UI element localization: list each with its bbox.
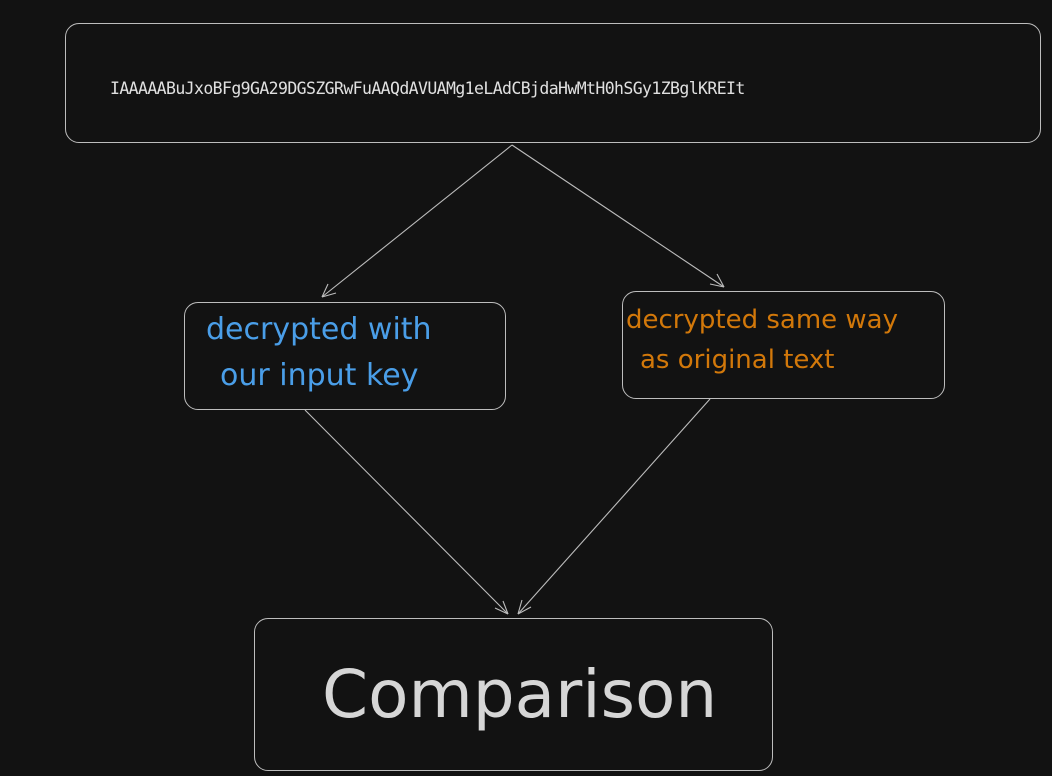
right-line2: as original text — [640, 345, 835, 375]
left-line2: our input key — [220, 358, 419, 393]
ciphertext-node[interactable] — [65, 23, 1041, 143]
decrypted-input-key-node[interactable] — [184, 302, 506, 410]
arrow-top-to-left — [321, 144, 513, 298]
left-line1: decrypted with — [206, 312, 432, 347]
arrow-right-to-comparison — [517, 398, 711, 615]
comparison-text: Comparison — [322, 656, 718, 733]
arrow-top-to-right — [511, 144, 725, 288]
comparison-node[interactable] — [254, 618, 773, 771]
arrow-left-to-comparison — [304, 409, 509, 615]
right-line1: decrypted same way — [626, 305, 898, 335]
decrypted-same-way-node[interactable] — [622, 291, 945, 399]
ciphertext-text: IAAAAABuJxoBFg9GA29DGSZGRwFuAAQdAVUAMg1e… — [110, 79, 745, 98]
